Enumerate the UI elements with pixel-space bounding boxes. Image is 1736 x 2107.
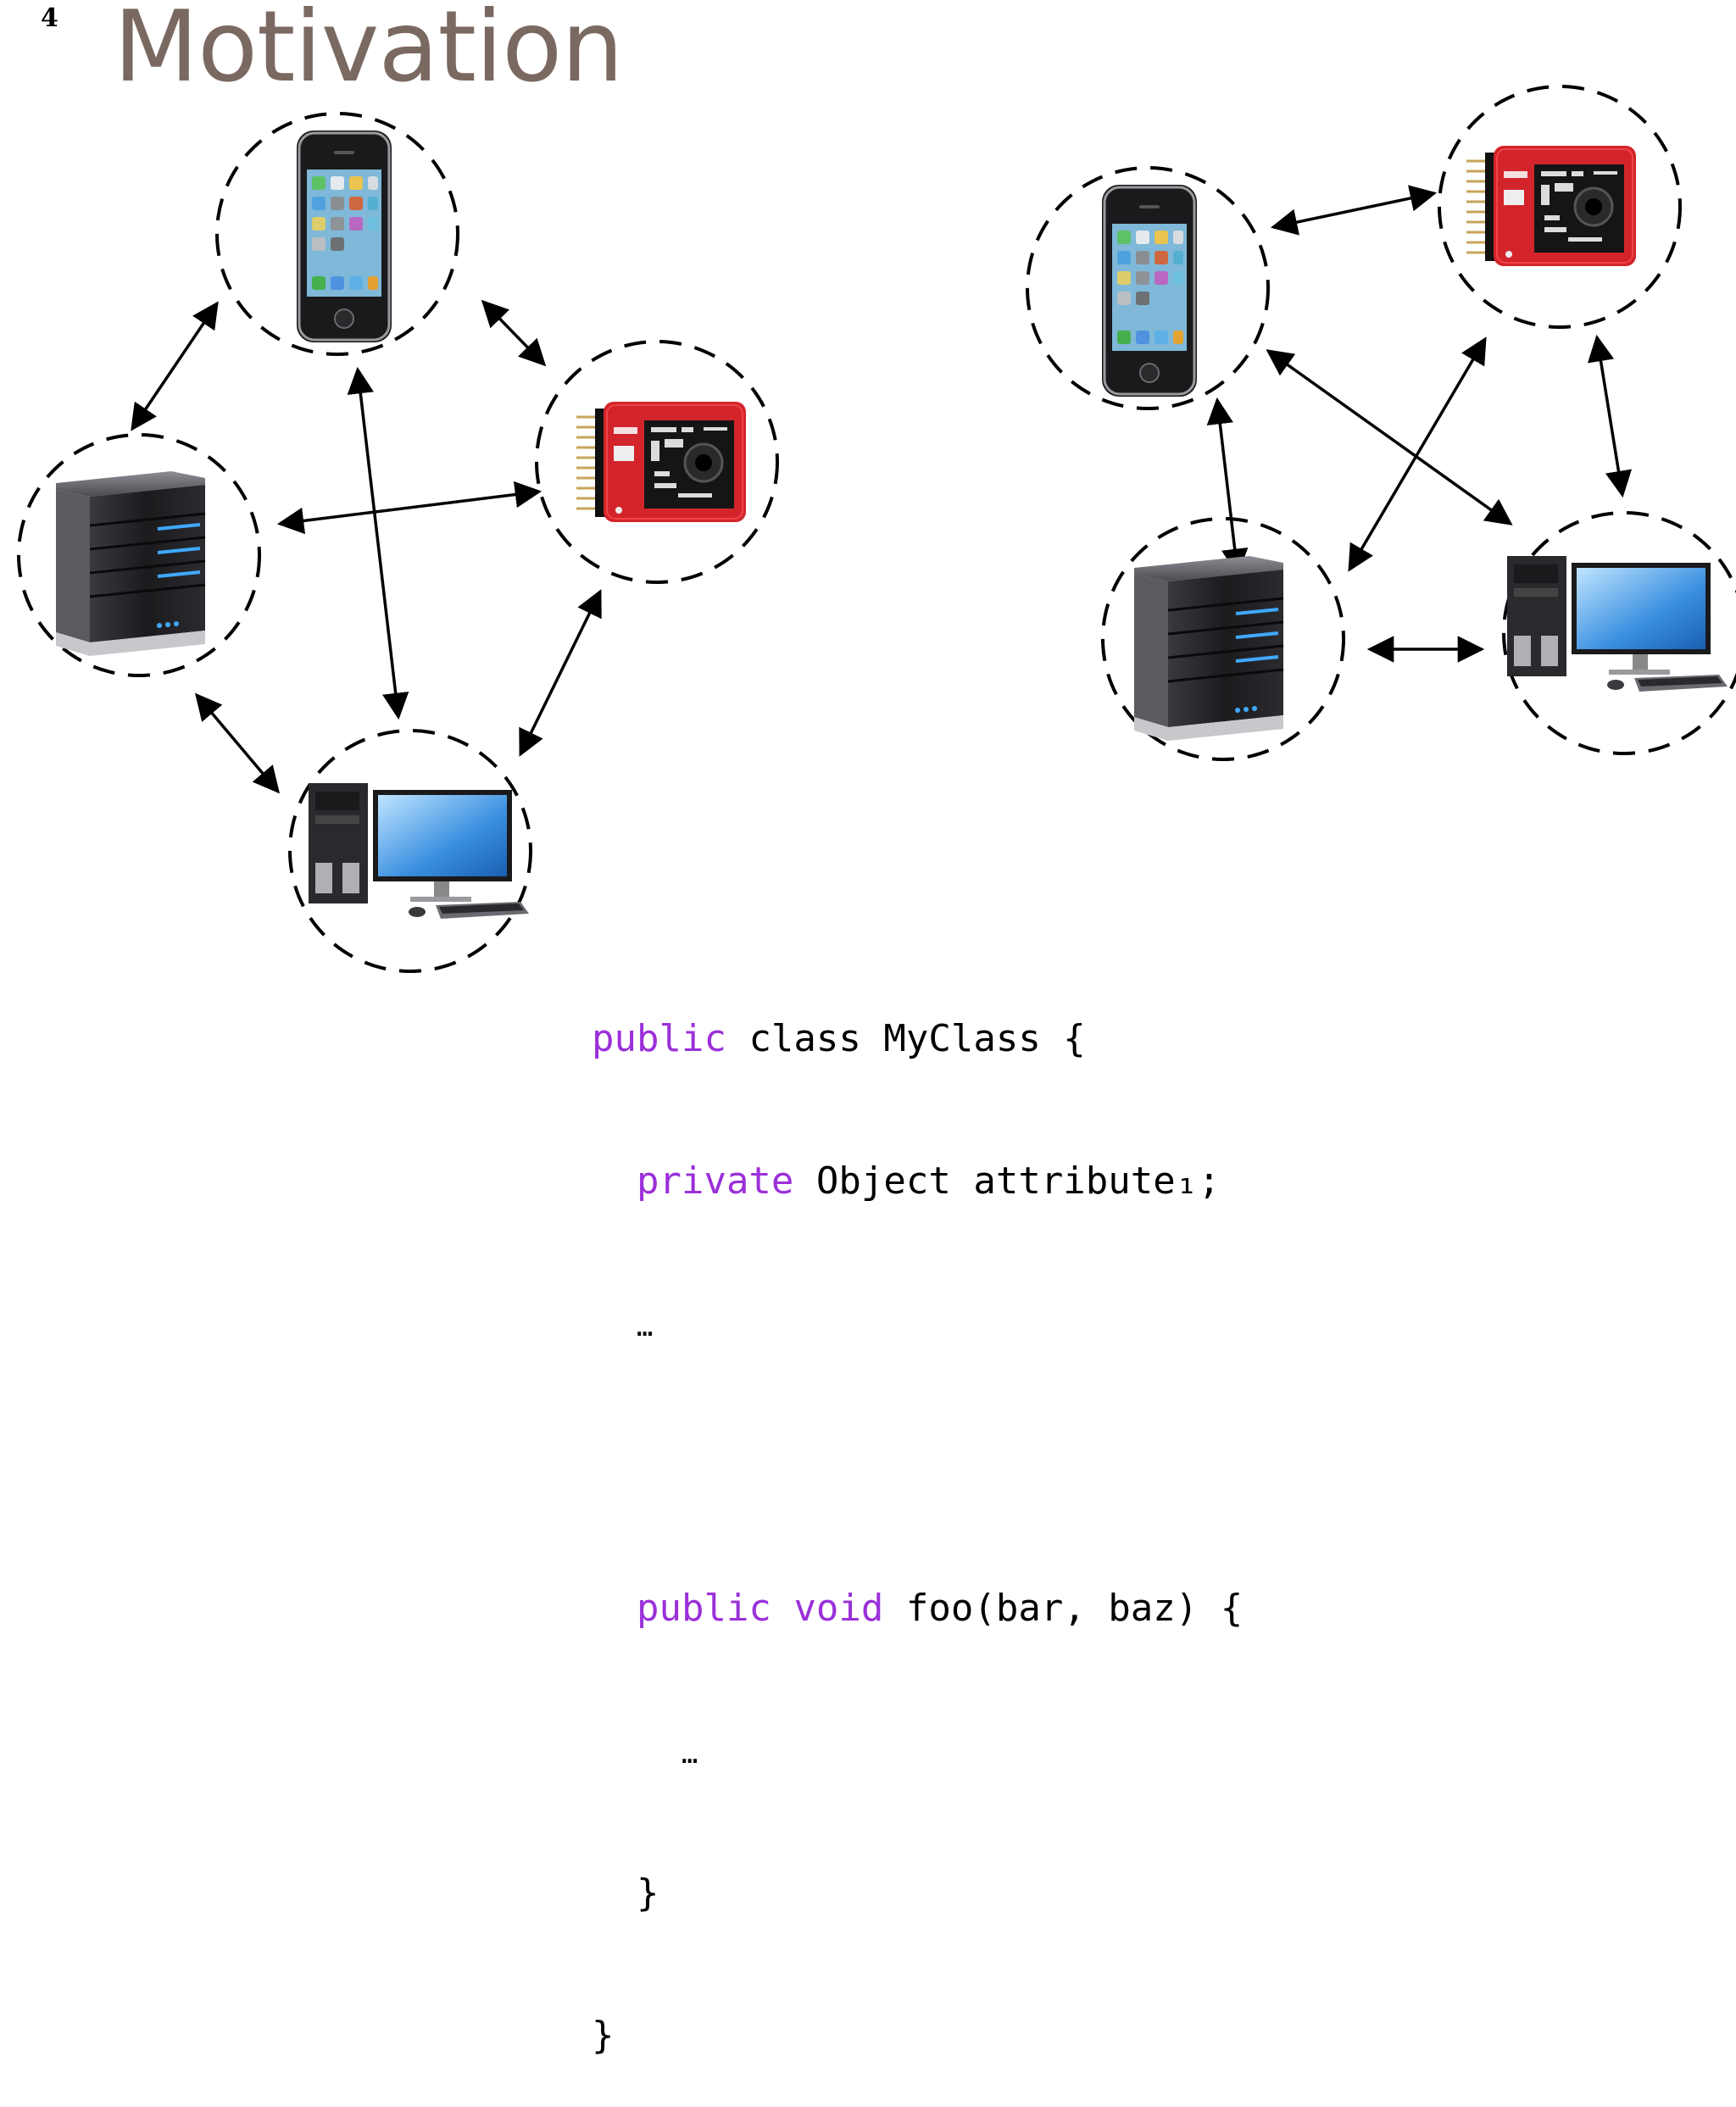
node-boundary [288,729,532,973]
code-line: public void foo(bar, baz) { [592,1585,1243,1632]
code-snippet: public class MyClass { private Object at… [592,920,1243,2107]
link-arrow [1266,349,1513,525]
node-boundary [1026,166,1270,410]
node-boundary [535,340,779,584]
server-icon [54,470,207,658]
sensor-board-icon [575,400,748,524]
network-diagrams [17,85,1736,973]
code-line: } [592,1870,1243,1917]
code-text: class MyClass { [726,1017,1086,1060]
link-arrow [1348,336,1487,572]
code-ellipsis: … [636,1310,654,1343]
smartphone-icon [1100,183,1199,398]
link-arrow [131,301,219,431]
code-keyword: void [793,1587,884,1630]
node-boundary [215,112,459,356]
server-icon [1132,554,1285,742]
code-line: … [592,1727,1243,1775]
code-line: } [592,2012,1243,2060]
link-arrow [194,692,281,794]
slide-number: 4 [41,3,58,33]
code-line: private Object attribute₁; [592,1158,1243,1205]
left-network [17,112,779,973]
code-text: foo(bar, baz) { [883,1587,1244,1630]
link-arrow [276,481,542,535]
desktop-computer-icon [1507,556,1728,692]
code-keyword: public [636,1587,771,1630]
right-network [1026,85,1736,761]
desktop-computer-icon [309,783,529,919]
code-ellipsis: … [681,1737,698,1770]
link-arrow [1587,334,1633,498]
code-text: Object attribute₁; [793,1159,1221,1203]
link-arrow [481,299,547,367]
node-boundary [17,433,261,677]
code-line-blank [592,1443,1243,1490]
link-arrow [1206,397,1249,576]
code-line: … [592,1300,1243,1348]
code-brace: } [636,1871,659,1915]
code-brace: } [592,2014,615,2057]
code-keyword: public [592,1017,726,1060]
node-boundary [1438,85,1682,329]
sensor-board-icon [1465,144,1638,268]
link-arrow [347,366,409,720]
node-boundary [1502,511,1736,755]
link-arrow [1270,185,1438,236]
code-line: public class MyClass { [592,1015,1243,1063]
node-boundary [1101,517,1345,761]
slide-title: Motivation [114,0,624,104]
link-arrow [519,589,602,757]
smartphone-icon [295,129,393,344]
code-keyword: private [636,1159,794,1203]
